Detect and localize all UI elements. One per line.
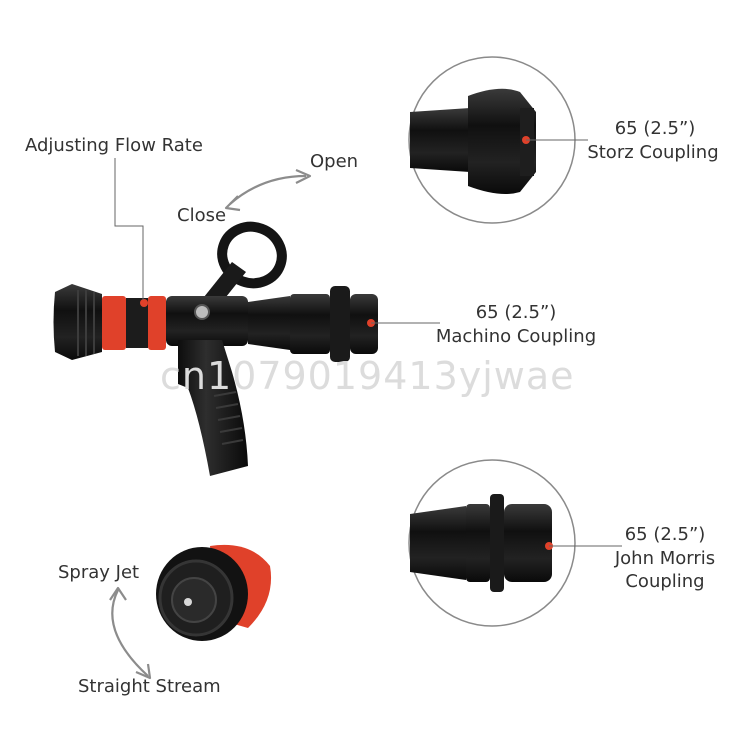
straight-stream-label: Straight Stream	[78, 676, 221, 697]
machino-name-label: Machino Coupling	[435, 326, 597, 347]
john-morris-inset	[408, 459, 576, 627]
spray-jet-label: Spray Jet	[58, 562, 140, 583]
watermark: cn1079019413yjwae	[160, 354, 575, 398]
machino-coupling-end	[330, 286, 350, 362]
pivot-screw	[194, 304, 210, 320]
flow-ring	[102, 296, 126, 350]
spray-straight-arrow	[111, 589, 149, 677]
adjusting-flow-rate-label: Adjusting Flow Rate	[25, 135, 203, 156]
storz-size-label: 65 (2.5”)	[614, 118, 696, 139]
open-label: Open	[310, 151, 359, 172]
storz-name-label: Storz Coupling	[587, 142, 719, 163]
john-morris-name-label-2: Coupling	[625, 571, 705, 592]
leader-lines	[114, 139, 622, 547]
storz-inset	[408, 56, 576, 224]
open-close-arrow	[229, 174, 307, 205]
close-label: Close	[177, 205, 227, 226]
john-morris-size-label: 65 (2.5”)	[624, 524, 706, 545]
bail-handle	[217, 221, 287, 289]
john-morris-name-label-1: John Morris	[614, 548, 716, 569]
machino-size-label: 65 (2.5”)	[475, 302, 557, 323]
spray-nozzle	[156, 544, 272, 641]
main-nozzle	[53, 221, 378, 476]
